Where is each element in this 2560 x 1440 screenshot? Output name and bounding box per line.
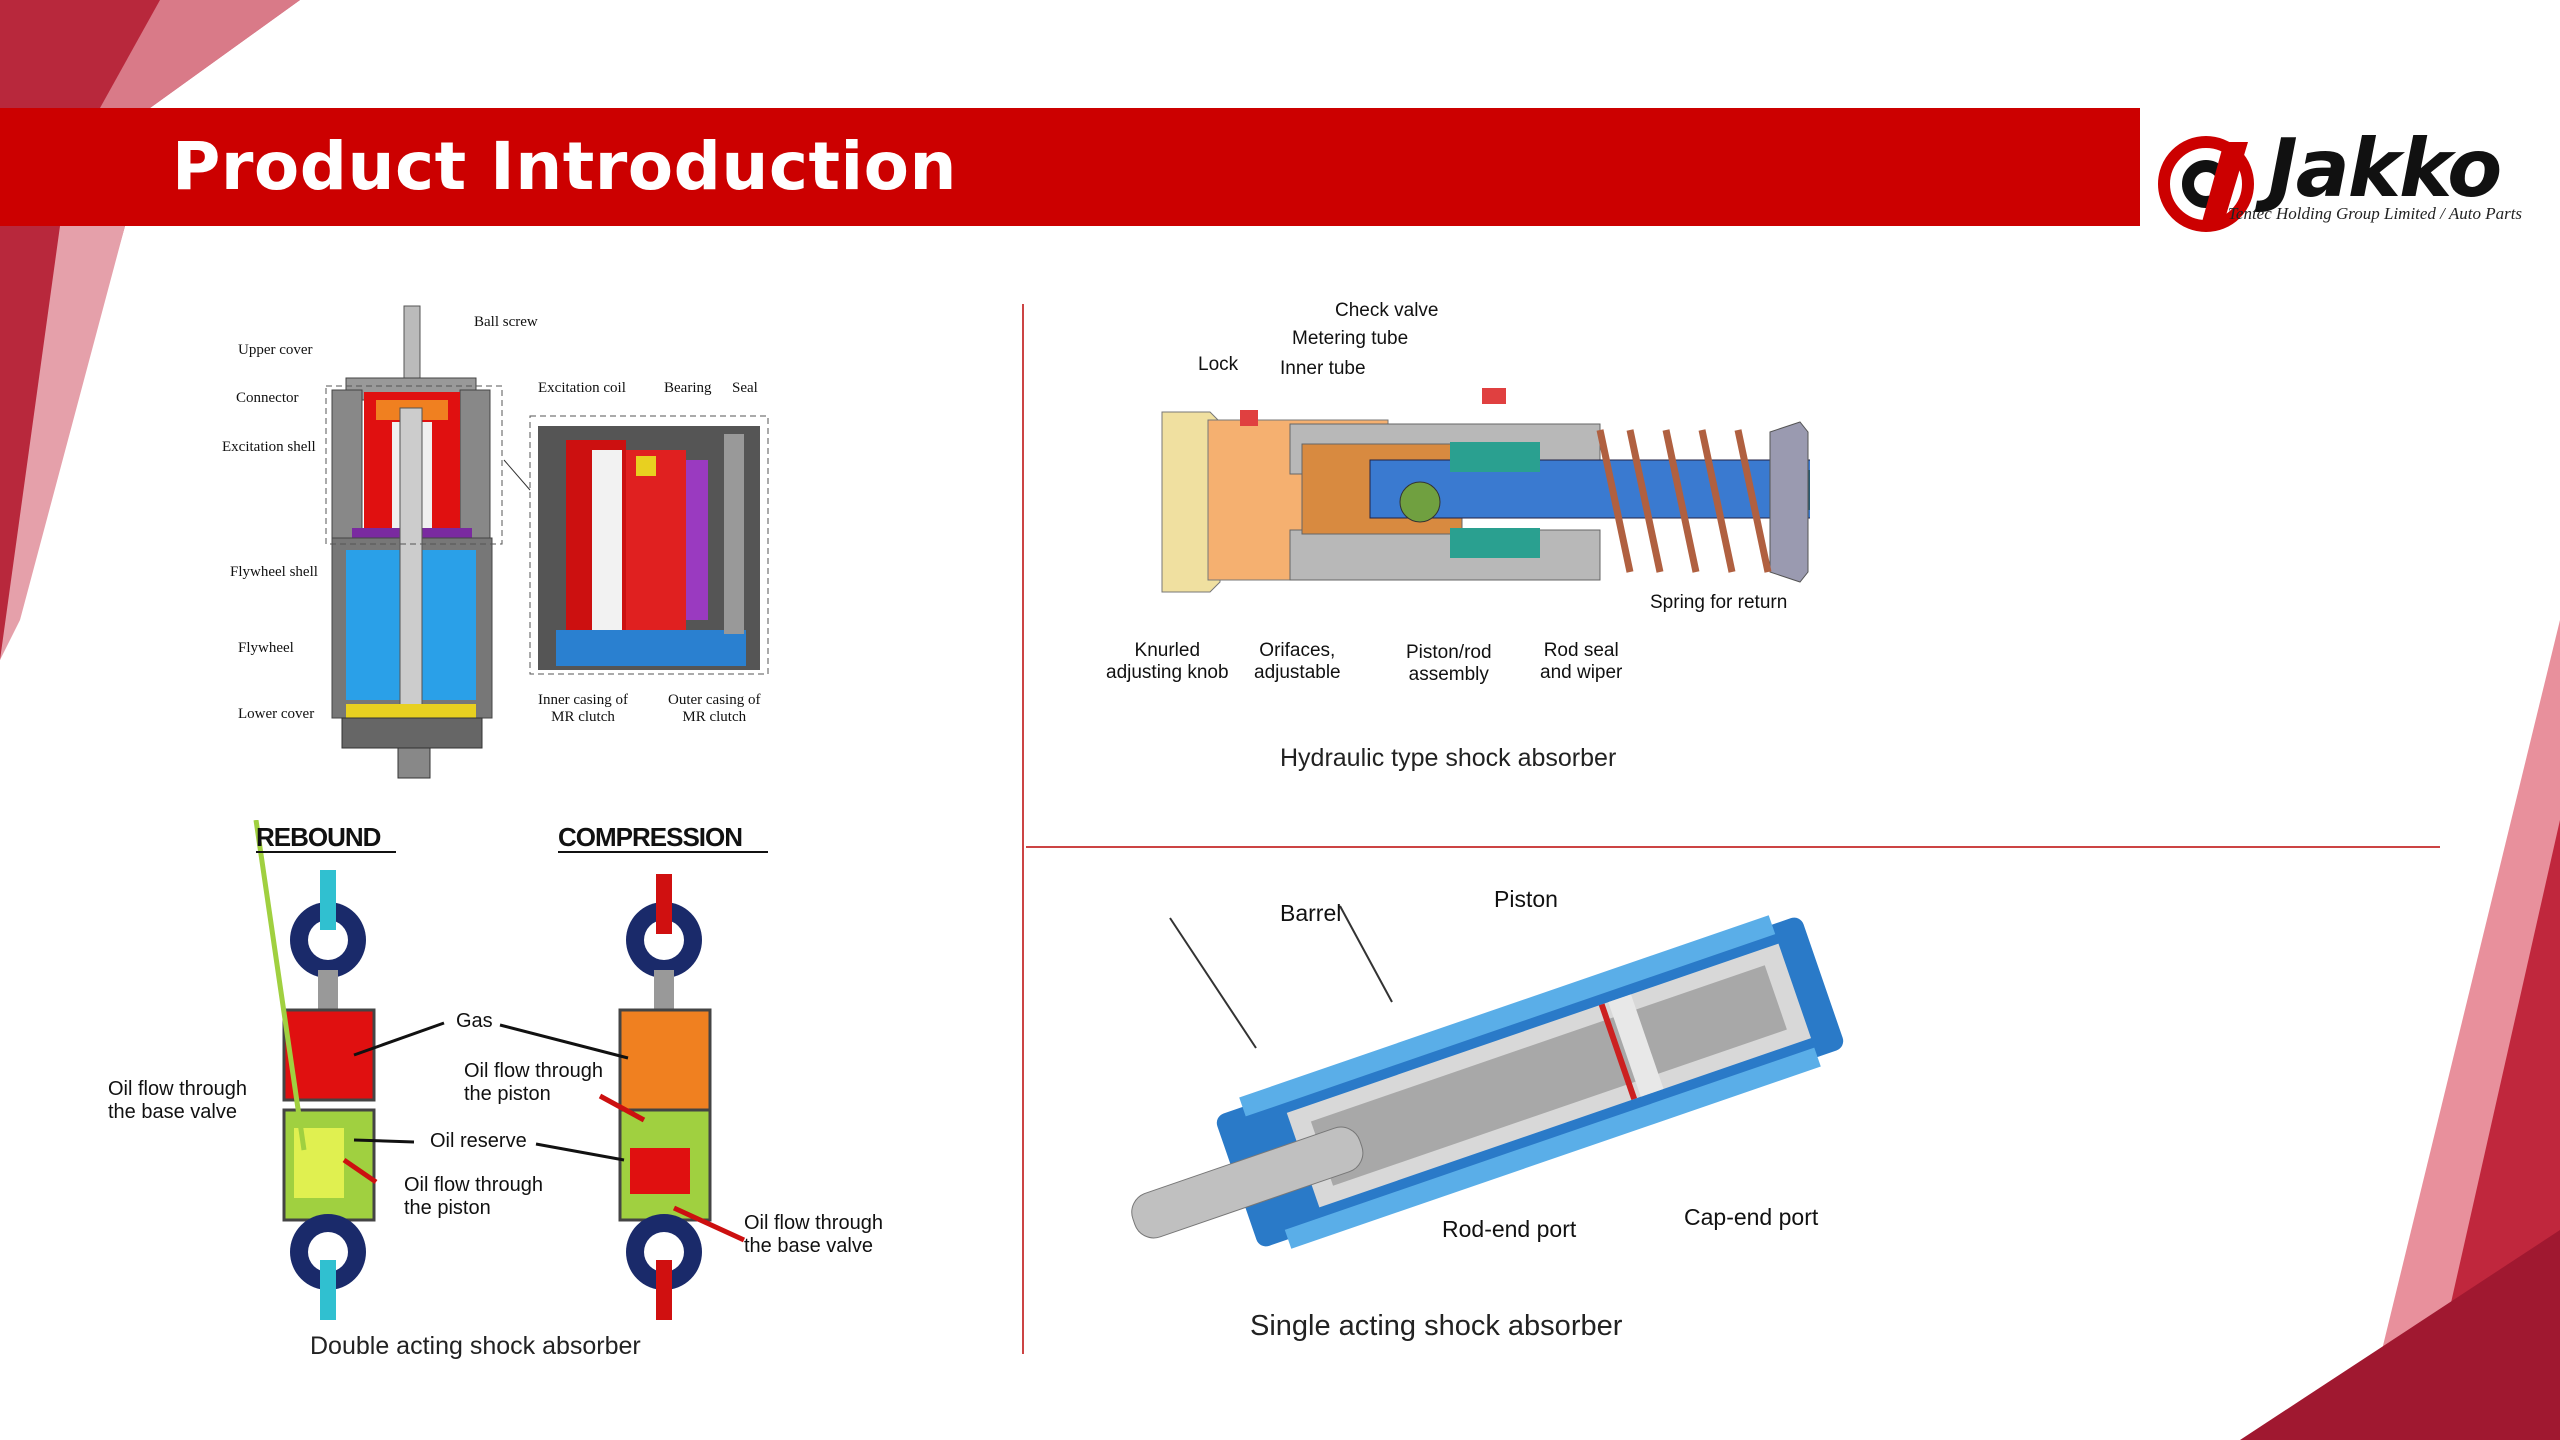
logo-tagline: Tentec Holding Group Limited / Auto Part…: [2228, 204, 2523, 223]
label-connector: Connector: [236, 390, 299, 406]
label-outer-casing: Outer casing of MR clutch: [668, 692, 761, 725]
label-inner-casing: Inner casing of MR clutch: [538, 692, 628, 725]
double-acting-drawing: [253, 820, 768, 1320]
label-check-valve: Check valve: [1335, 300, 1439, 321]
label-lock: Lock: [1198, 354, 1239, 375]
label-inner-tube: Inner tube: [1280, 358, 1366, 379]
label-compression: COMPRESSION: [558, 822, 743, 852]
label-excitation-shell: Excitation shell: [222, 439, 316, 455]
page-title: Product Introduction: [172, 128, 957, 205]
single-acting-drawing: [1131, 905, 1844, 1249]
label-bearing: Bearing: [664, 380, 712, 396]
caption-double: Double acting shock absorber: [310, 1332, 641, 1360]
label-rebound: REBOUND: [256, 822, 381, 852]
label-excitation-coil: Excitation coil: [538, 380, 626, 396]
horizontal-divider: [1026, 846, 2440, 848]
hydraulic-shock-drawing: [1161, 388, 1810, 593]
caption-single: Single acting shock absorber: [1250, 1310, 1623, 1342]
label-rod-seal: Rod seal and wiper: [1540, 640, 1623, 683]
label-orifaces: Orifaces, adjustable: [1254, 640, 1341, 683]
label-oil-reserve: Oil reserve: [430, 1130, 527, 1152]
label-oil-piston-left: Oil flow through the piston: [404, 1174, 543, 1219]
label-spring: Spring for return: [1650, 592, 1788, 613]
label-flywheel-shell: Flywheel shell: [230, 564, 318, 580]
label-flywheel: Flywheel: [238, 640, 294, 656]
double-acting-figure: REBOUND COMPRESSION Gas Oil flow through…: [104, 820, 894, 1360]
hydraulic-shock-figure: Check valve Metering tube Lock Inner tub…: [1070, 292, 1810, 792]
label-seal: Seal: [732, 380, 758, 396]
label-gas: Gas: [456, 1010, 493, 1032]
logo-mark-icon: [2158, 136, 2254, 232]
label-barrel: Barrel: [1280, 900, 1342, 926]
label-upper-cover: Upper cover: [238, 342, 313, 358]
single-acting-figure: Barrel Piston Rod-end port Cap-end port …: [1070, 862, 1902, 1356]
vertical-divider: [1022, 304, 1024, 1354]
caption-hydraulic: Hydraulic type shock absorber: [1280, 744, 1617, 772]
label-cap-end-port: Cap-end port: [1684, 1204, 1819, 1230]
label-lower-cover: Lower cover: [238, 706, 315, 722]
label-piston-rod: Piston/rod assembly: [1406, 642, 1492, 685]
label-ball-screw: Ball screw: [474, 314, 538, 330]
mr-damper-drawing: [325, 305, 769, 779]
label-knurled-knob: Knurled adjusting knob: [1106, 640, 1229, 683]
label-oil-base-right: Oil flow through the base valve: [744, 1212, 883, 1257]
mr-damper-figure: Ball screw Upper cover Connector Excitat…: [216, 300, 782, 782]
label-oil-piston-right: Oil flow through the piston: [464, 1060, 603, 1105]
label-metering-tube: Metering tube: [1292, 328, 1409, 349]
logo-wordmark: Jakko: [2268, 122, 2502, 215]
label-piston: Piston: [1494, 886, 1558, 912]
label-rod-end-port: Rod-end port: [1442, 1216, 1577, 1242]
label-oil-base-left: Oil flow through the base valve: [108, 1078, 247, 1123]
title-banner: [0, 108, 2140, 226]
